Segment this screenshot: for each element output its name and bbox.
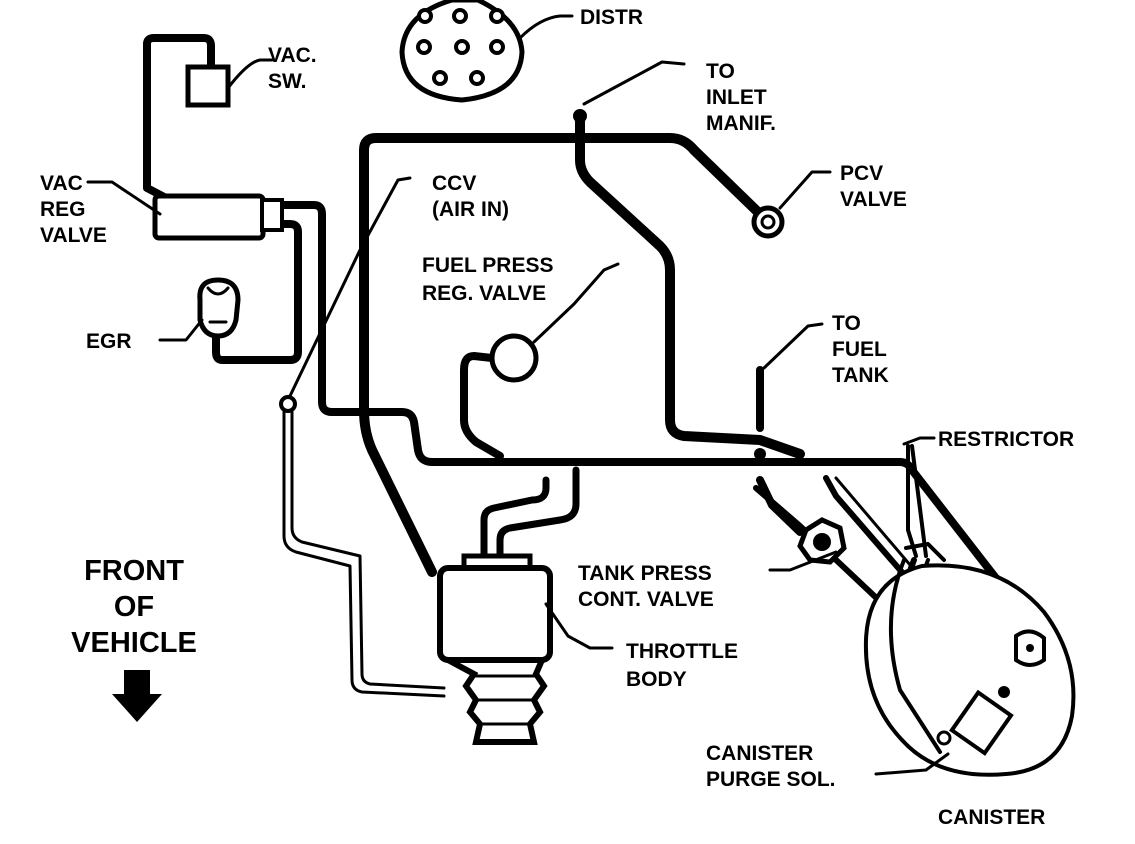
label-vac-reg-3: VALVE [40, 224, 107, 247]
label-throttle-2: BODY [626, 668, 687, 691]
label-fuel-press-1: FUEL PRESS [422, 254, 553, 277]
hose-tpcv-1 [753, 485, 905, 625]
label-ccv-2: (AIR IN) [432, 198, 509, 221]
label-fuel-tank-1: TO [832, 312, 861, 335]
leader-lines [86, 14, 950, 776]
label-tpcv-1: TANK PRESS [578, 562, 712, 585]
vacuum-switch [185, 64, 231, 108]
label-fuel-tank-3: TANK [832, 364, 889, 387]
fuel-tank-fitting [754, 448, 766, 460]
hose-ccv-1 [282, 406, 446, 698]
label-to-inlet-2: INLET [706, 86, 767, 109]
hose-main-loop [359, 133, 765, 577]
label-purge-1: CANISTER [706, 742, 813, 765]
canister [863, 542, 1076, 777]
label-egr: EGR [86, 330, 132, 353]
hose-fuel-press [460, 352, 504, 460]
pcv-valve [751, 205, 785, 239]
label-distr: DISTR [580, 6, 643, 29]
label-ccv-1: CCV [432, 172, 476, 195]
label-canister: CANISTER [938, 806, 1045, 829]
label-to-inlet-1: TO [706, 60, 735, 83]
label-front-1: FRONT [84, 555, 184, 587]
label-front-3: VEHICLE [71, 627, 197, 659]
ccv-fitting [279, 395, 297, 413]
label-vac-sw-2: SW. [268, 70, 307, 93]
label-vac-sw-1: VAC. [268, 44, 317, 67]
hose-vac-switch [143, 34, 215, 174]
hose-vac-reg-to-tb [268, 201, 1034, 626]
label-vac-reg-2: REG [40, 198, 86, 221]
label-to-inlet-3: MANIF. [706, 112, 776, 135]
arrow-down-icon [112, 670, 162, 722]
hose-tb-top-1 [480, 476, 550, 566]
hose-restrictor-2 [910, 444, 928, 558]
labels: DISTR VAC. SW. TO INLET MANIF. PCV VALVE… [40, 6, 1074, 829]
tank-pressure-control-valve [797, 517, 847, 565]
label-pcv-2: VALVE [840, 188, 907, 211]
label-fuel-tank-2: FUEL [832, 338, 887, 361]
label-tpcv-2: CONT. VALVE [578, 588, 714, 611]
hose-egr-loop [212, 220, 302, 364]
label-fuel-press-2: REG. VALVE [422, 282, 546, 305]
hose-inlet-branch [575, 111, 805, 459]
label-purge-2: PURGE SOL. [706, 768, 836, 791]
throttle-body [437, 553, 553, 745]
inlet-manifold-fitting [573, 109, 587, 123]
egr-valve [197, 277, 241, 339]
fuel-pressure-regulator-valve [489, 333, 539, 383]
label-throttle-1: THROTTLE [626, 640, 738, 663]
hose-ccv-2 [290, 406, 446, 690]
vacuum-regulator-valve [152, 193, 284, 241]
hoses [143, 34, 1034, 731]
label-vac-reg-1: VAC [40, 172, 83, 195]
label-front-2: OF [114, 591, 154, 623]
hose-tb-top-2 [496, 466, 580, 566]
distributor [399, 0, 525, 103]
label-pcv-1: PCV [840, 162, 883, 185]
label-restrictor: RESTRICTOR [938, 428, 1074, 451]
